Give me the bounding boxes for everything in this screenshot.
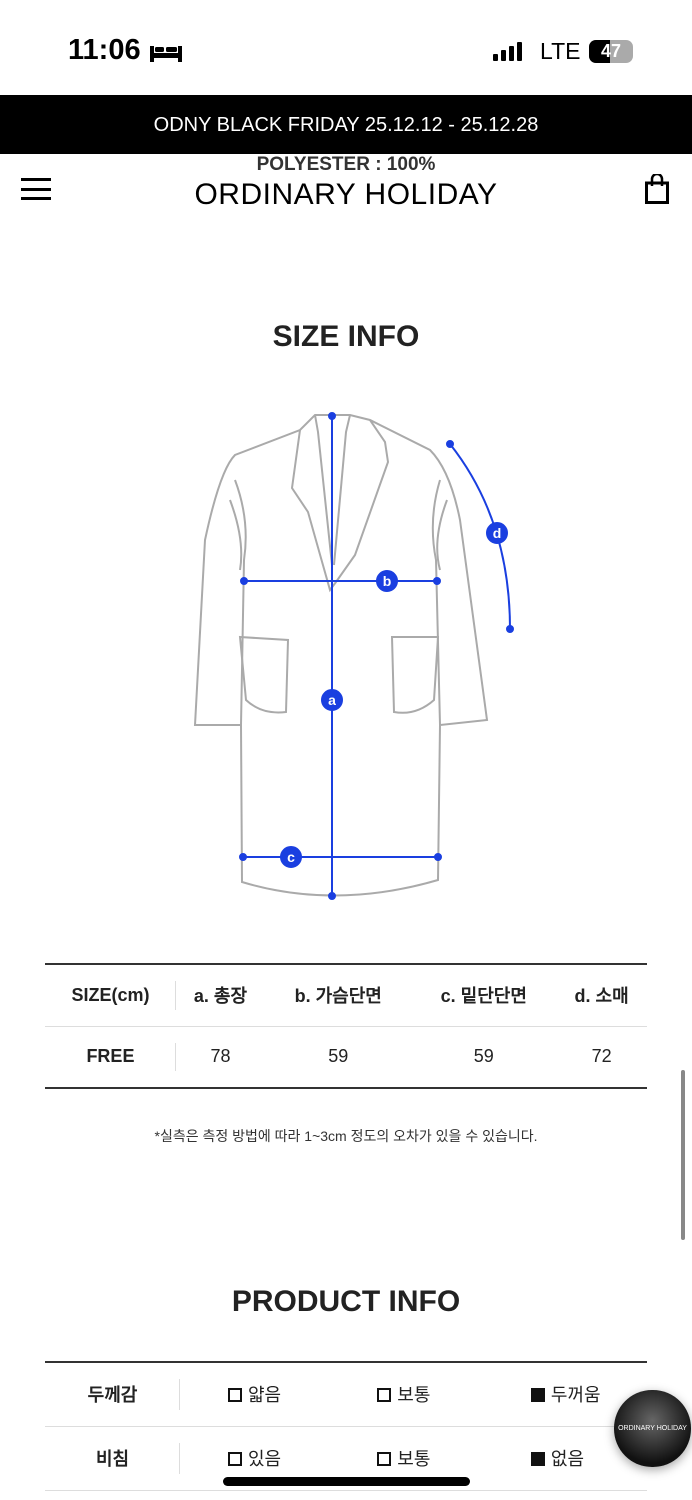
signal-icon [493,42,522,61]
marker-b [376,570,398,592]
size-info-title: SIZE INFO [272,320,420,353]
marker-a-label: a [328,692,336,708]
header-cell: b. 가슴단면 [265,964,412,1027]
row-label: 두께감 [45,1362,180,1427]
promo-banner[interactable]: ODNY BLACK FRIDAY 25.12.12 - 25.12.28 [0,95,692,154]
marker-a [321,689,343,711]
table-cell: 72 [591,1046,612,1067]
checkbox-unchecked-icon [377,1452,392,1466]
header-cell: a. 총장 [175,964,266,1027]
home-indicator[interactable] [223,1477,470,1486]
clock: 11:06 [68,34,141,66]
table-cell: FREE [45,1026,176,1088]
checkbox-unchecked-icon [377,1388,392,1403]
checkbox-checked-icon [530,1452,545,1466]
battery-level: 47 [600,41,622,61]
battery-icon: 47 [589,40,633,63]
network-type: LTE [540,38,581,64]
product-info-title: PRODUCT INFO [231,1285,461,1318]
coat-size-diagram: a b c d [193,412,514,900]
option-label: 없음 [550,1449,585,1469]
row-label: 비침 [45,1426,180,1491]
logo[interactable]: ORDINARY HOLIDAY [194,178,498,211]
option-label: 보통 [397,1449,431,1469]
marker-d [486,522,508,544]
header-cell: c. 밑단단면 [411,964,557,1027]
table-cell: 78 [210,1046,231,1067]
marker-c [280,846,302,868]
coat-outline [193,414,489,897]
table-cell: 59 [473,1046,494,1067]
table-row: 두께감 얇음 보통 두꺼움 [45,1362,647,1427]
header-cell: d. 소매 [556,964,647,1027]
scrollbar[interactable] [681,1070,685,1240]
video-caption: ORDINARY HOLIDAY [618,1425,687,1432]
product-info-table: 두께감 얇음 보통 두꺼움 비침 있음 보통 없음 [45,1361,647,1491]
status-bar: 11:06 LTE 47 [0,0,692,95]
measurement-note: *실측은 측정 방법에 따라 1~3cm 정도의 오차가 있을 수 있습니다. [154,1128,538,1144]
hamburger-icon[interactable] [21,178,51,200]
checkbox-unchecked-icon [228,1452,242,1466]
option-label: 얇음 [248,1385,282,1406]
marker-d-label: d [493,525,502,541]
floating-video-thumbnail[interactable]: ORDINARY HOLIDAY [614,1390,691,1467]
site-header: POLYESTER : 100% ORDINARY HOLIDAY [0,154,692,224]
marker-c-label: c [287,849,295,865]
marker-b-label: b [383,573,392,589]
option-label: 있음 [248,1449,282,1469]
size-table: SIZE(cm) a. 총장 b. 가슴단면 c. 밑단단면 d. 소매 FRE… [45,963,647,1089]
table-cell: 59 [328,1046,349,1067]
option-label: 두꺼움 [550,1385,601,1406]
table-header-row: SIZE(cm) a. 총장 b. 가슴단면 c. 밑단단면 d. 소매 [45,964,647,1027]
bed-icon [150,46,182,62]
table-row: FREE 78 59 59 72 [45,1026,647,1088]
shopping-bag-icon[interactable] [645,174,669,204]
option-label: 보통 [397,1385,431,1406]
material-overlay-text: POLYESTER : 100% [256,154,436,175]
checkbox-checked-icon [530,1388,545,1403]
header-cell: SIZE(cm) [45,964,176,1027]
checkbox-unchecked-icon [228,1388,242,1403]
